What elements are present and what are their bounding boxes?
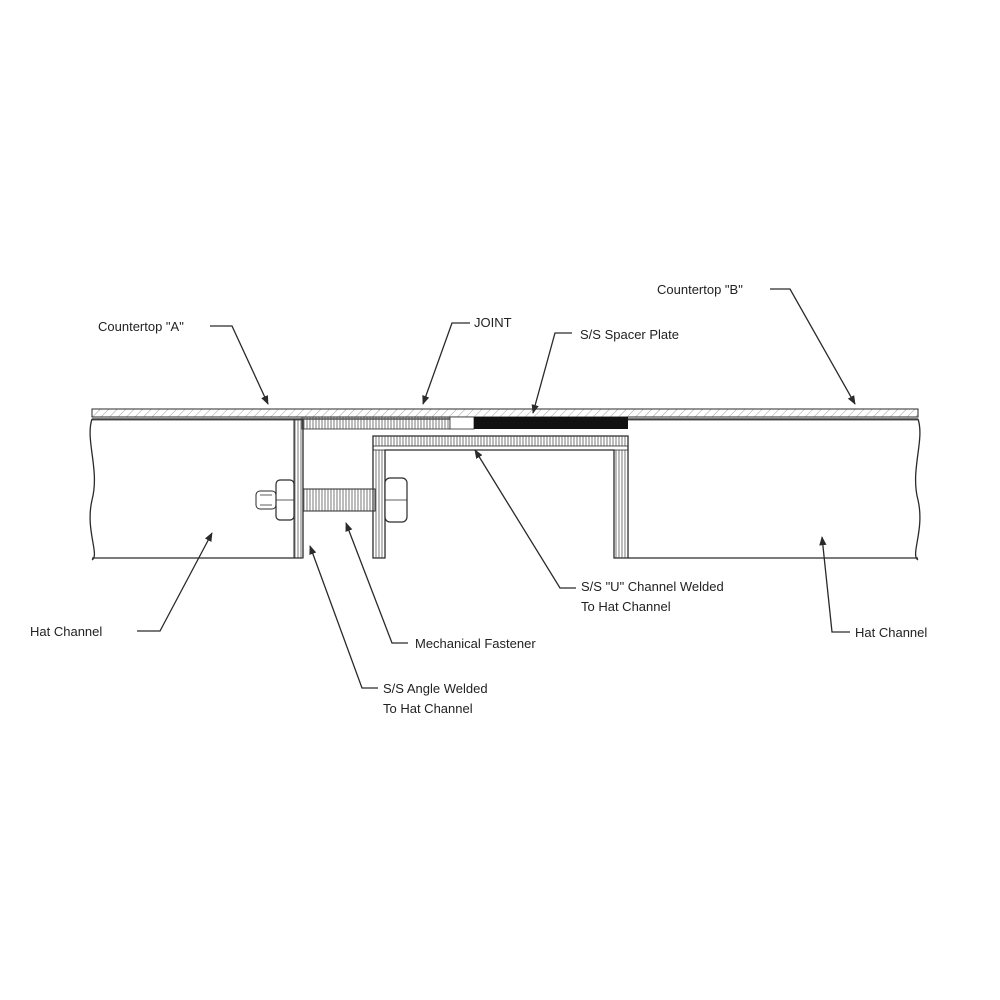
label-angle-line2: To Hat Channel [383,701,473,716]
spacer-plate [474,417,628,429]
ss-u-channel [372,435,629,559]
label-u-channel-line2: To Hat Channel [581,599,671,614]
ss-angle [293,418,304,559]
joint-gap [449,416,475,430]
label-countertop-a: Countertop "A" [98,319,184,334]
mechanical-fastener [255,477,408,523]
hat-channel-right [628,418,921,561]
label-countertop-b: Countertop "B" [657,282,743,297]
label-hat-channel-right: Hat Channel [855,625,927,640]
label-spacer-plate: S/S Spacer Plate [580,327,679,342]
label-hat-channel-left: Hat Channel [30,624,102,639]
label-u-channel-line1: S/S "U" Channel Welded [581,579,724,594]
label-angle-line1: S/S Angle Welded [383,681,488,696]
label-joint: JOINT [474,315,512,330]
label-mechanical-fastener: Mechanical Fastener [415,636,536,651]
joint-hatch-strip [301,416,451,430]
hat-channel-left [89,418,302,561]
leader-lines [137,288,856,689]
